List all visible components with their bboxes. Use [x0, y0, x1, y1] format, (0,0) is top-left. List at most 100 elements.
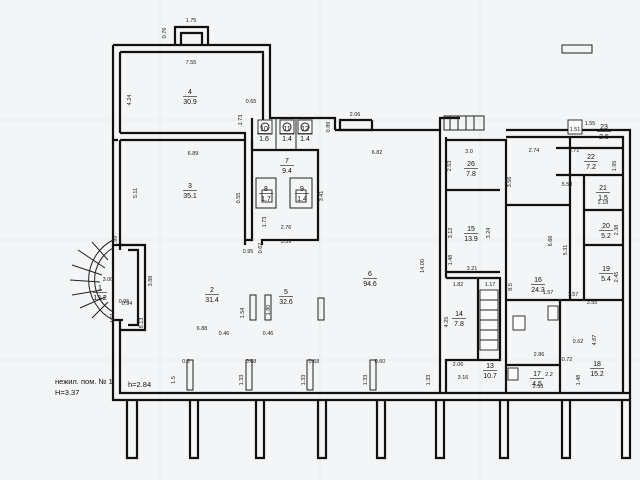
- room-area: 13.2: [93, 295, 107, 302]
- dimension-label: 1.33: [363, 375, 369, 386]
- room-label-3: 335.1: [183, 183, 197, 200]
- room-label-11: 111.4: [280, 126, 294, 143]
- dimension-label: 3.41: [319, 191, 325, 202]
- room-area: 35.1: [183, 193, 197, 200]
- dimension-label: 2.38: [614, 225, 620, 236]
- spiral-stair: [69, 239, 114, 321]
- dimension-label: 0.72: [562, 357, 573, 363]
- dimension-label: 0.76: [162, 28, 168, 39]
- room-area: 5.4: [601, 276, 611, 283]
- dimension-label: 1.73: [262, 217, 268, 228]
- dimension-label: 1.82: [453, 282, 464, 288]
- dimension-label: 0.65: [246, 99, 257, 105]
- dimension-label: 2.76: [281, 225, 292, 231]
- dimension-label: 1.57: [568, 292, 579, 298]
- outer-walls: [111, 25, 632, 402]
- dimension-label: 0.62: [573, 339, 584, 345]
- dimension-label: 0.94: [122, 301, 133, 307]
- room-area: 5.2: [601, 233, 611, 240]
- dimension-label: 3.0: [465, 149, 473, 155]
- room-area: 1.4: [300, 136, 310, 143]
- dimension-label: 0.68: [246, 359, 257, 365]
- room-number: 12: [301, 126, 309, 133]
- room-area: 15.2: [590, 371, 604, 378]
- room-label-9: 91.4: [295, 186, 309, 203]
- dimension-label: 3.88: [148, 276, 154, 287]
- dimension-label: 2.06: [350, 112, 361, 118]
- room-labels: 113.2231.4335.1430.9532.6694.679.481.791…: [93, 89, 613, 388]
- room-label-8: 81.7: [259, 186, 273, 203]
- dimension-label: 1.51: [570, 127, 581, 133]
- dimension-label: 1.33: [301, 375, 307, 386]
- room-area: 30.9: [183, 99, 197, 106]
- dimension-label: 3.21: [467, 266, 478, 272]
- room-area: 1.4: [282, 136, 292, 143]
- room-number: 19: [602, 266, 610, 273]
- room-number: 26: [467, 161, 475, 168]
- room-label-20: 205.2: [599, 223, 613, 240]
- room-area: 9.4: [282, 168, 292, 175]
- dimension-label: 6.82: [372, 150, 383, 156]
- dimension-label: 0.68: [309, 359, 320, 365]
- room-number: 6: [368, 271, 372, 278]
- dimension-label: 2.74: [529, 148, 540, 154]
- dimension-label: 0.46: [263, 331, 274, 337]
- room-area: 7.8: [454, 321, 464, 328]
- dimension-label: 0.95: [243, 249, 254, 255]
- room-number: 9: [300, 186, 304, 193]
- dimension-label: 1.54: [240, 308, 246, 319]
- room-area: 13.9: [464, 236, 478, 243]
- room-number: 3: [188, 183, 192, 190]
- dimension-label: 1.75: [186, 18, 197, 24]
- room-number: 10: [260, 126, 268, 133]
- room-label-26: 267.8: [464, 161, 478, 178]
- dimension-label: 6.89: [188, 151, 199, 157]
- title-note: нежил. пом. № 1 Н=3.37 h=2.84: [55, 377, 151, 397]
- dimension-label: 1.55: [585, 121, 596, 127]
- fixtures: [257, 115, 583, 381]
- dimension-label: 1.57: [543, 290, 554, 296]
- dimension-label: 4.24: [127, 95, 133, 106]
- dimension-label: 7.55: [186, 60, 197, 66]
- dimension-label: 1.95: [612, 161, 618, 172]
- dimension-label: 8.13: [139, 318, 145, 329]
- room-label-19: 195.4: [599, 266, 613, 283]
- room-label-10: 101.6: [257, 126, 271, 143]
- dimension-label: 2.45: [614, 272, 620, 283]
- room-area: 1.4: [297, 196, 307, 203]
- premises-label: нежил. пом. № 1: [55, 377, 113, 386]
- dimension-label: 3.12: [448, 228, 454, 239]
- room-number: 22: [587, 154, 595, 161]
- room-label-17: 174.5: [530, 371, 544, 388]
- dimension-label: 1.33: [239, 375, 245, 386]
- dimension-label: 2.53: [533, 384, 544, 390]
- room-label-5: 532.6: [279, 289, 293, 306]
- room-label-21: 211.5: [596, 185, 610, 202]
- room-area: 31.4: [205, 297, 219, 304]
- dimension-label: 1.48: [576, 375, 582, 386]
- dimension-label: 0.62: [258, 243, 264, 254]
- room-area: 4.5: [532, 381, 542, 388]
- dimension-label: 0.60: [375, 359, 386, 365]
- dimension-label: 0.89: [326, 122, 332, 133]
- dimension-label: 4.25: [444, 317, 450, 328]
- dimension-label: 3.59: [281, 239, 292, 245]
- room-label-6: 694.6: [363, 271, 377, 288]
- dimension-label: 1.73: [238, 115, 244, 126]
- dimension-label: 0.55: [236, 193, 242, 204]
- room-label-23: 232.5: [597, 124, 611, 141]
- dimension-label: 6.66: [548, 236, 554, 247]
- dimension-label: 1.48: [448, 255, 454, 266]
- room-area: 7.2: [586, 164, 596, 171]
- room-label-14: 147.8: [452, 311, 466, 328]
- dimension-label: 1.11: [110, 313, 116, 323]
- dimension-label: 2.53: [447, 161, 453, 172]
- room-number: 4: [188, 89, 192, 96]
- room-label-1: 113.2: [93, 285, 107, 302]
- ceiling-height-label: Н=3.37: [55, 388, 79, 397]
- room-number: 20: [602, 223, 610, 230]
- dimension-label: 1.99: [113, 236, 119, 247]
